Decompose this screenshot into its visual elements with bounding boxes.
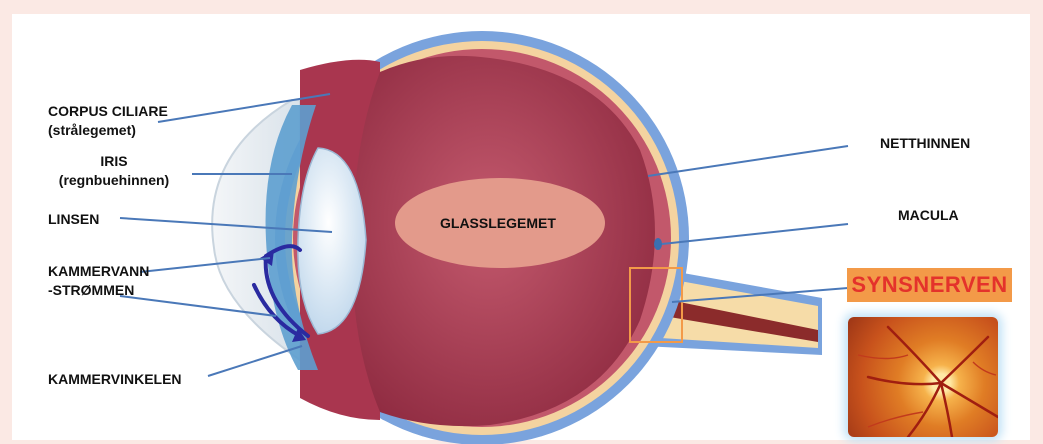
label-kammervinkelen: KAMMERVINKELEN — [48, 370, 182, 389]
label-kammervann: KAMMERVANN -STRØMMEN — [48, 262, 149, 300]
label-iris-sub: (regnbuehinnen) — [48, 171, 180, 190]
fundus-photo — [848, 317, 998, 437]
label-corpus-ciliare-title: CORPUS CILIARE — [48, 102, 168, 121]
leader-kammervinkelen — [208, 346, 302, 376]
label-corpus-ciliare-sub: (strålegemet) — [48, 121, 168, 140]
macula-spot — [654, 238, 662, 250]
label-iris-title: IRIS — [48, 152, 180, 171]
label-netthinnen: NETTHINNEN — [880, 134, 970, 153]
label-macula: MACULA — [898, 206, 959, 225]
leader-netthinnen — [648, 146, 848, 176]
label-kammervann-2: -STRØMMEN — [48, 281, 149, 300]
label-glasslegemet: GLASSLEGEMET — [440, 214, 556, 233]
fundus-vessels — [848, 317, 998, 437]
label-kammervann-1: KAMMERVANN — [48, 262, 149, 281]
label-corpus-ciliare: CORPUS CILIARE (strålegemet) — [48, 102, 168, 140]
label-linsen: LINSEN — [48, 210, 99, 229]
synsnerven-label-box: SYNSNERVEN — [847, 268, 1012, 302]
label-iris: IRIS (regnbuehinnen) — [48, 152, 180, 190]
leader-macula — [662, 224, 848, 244]
